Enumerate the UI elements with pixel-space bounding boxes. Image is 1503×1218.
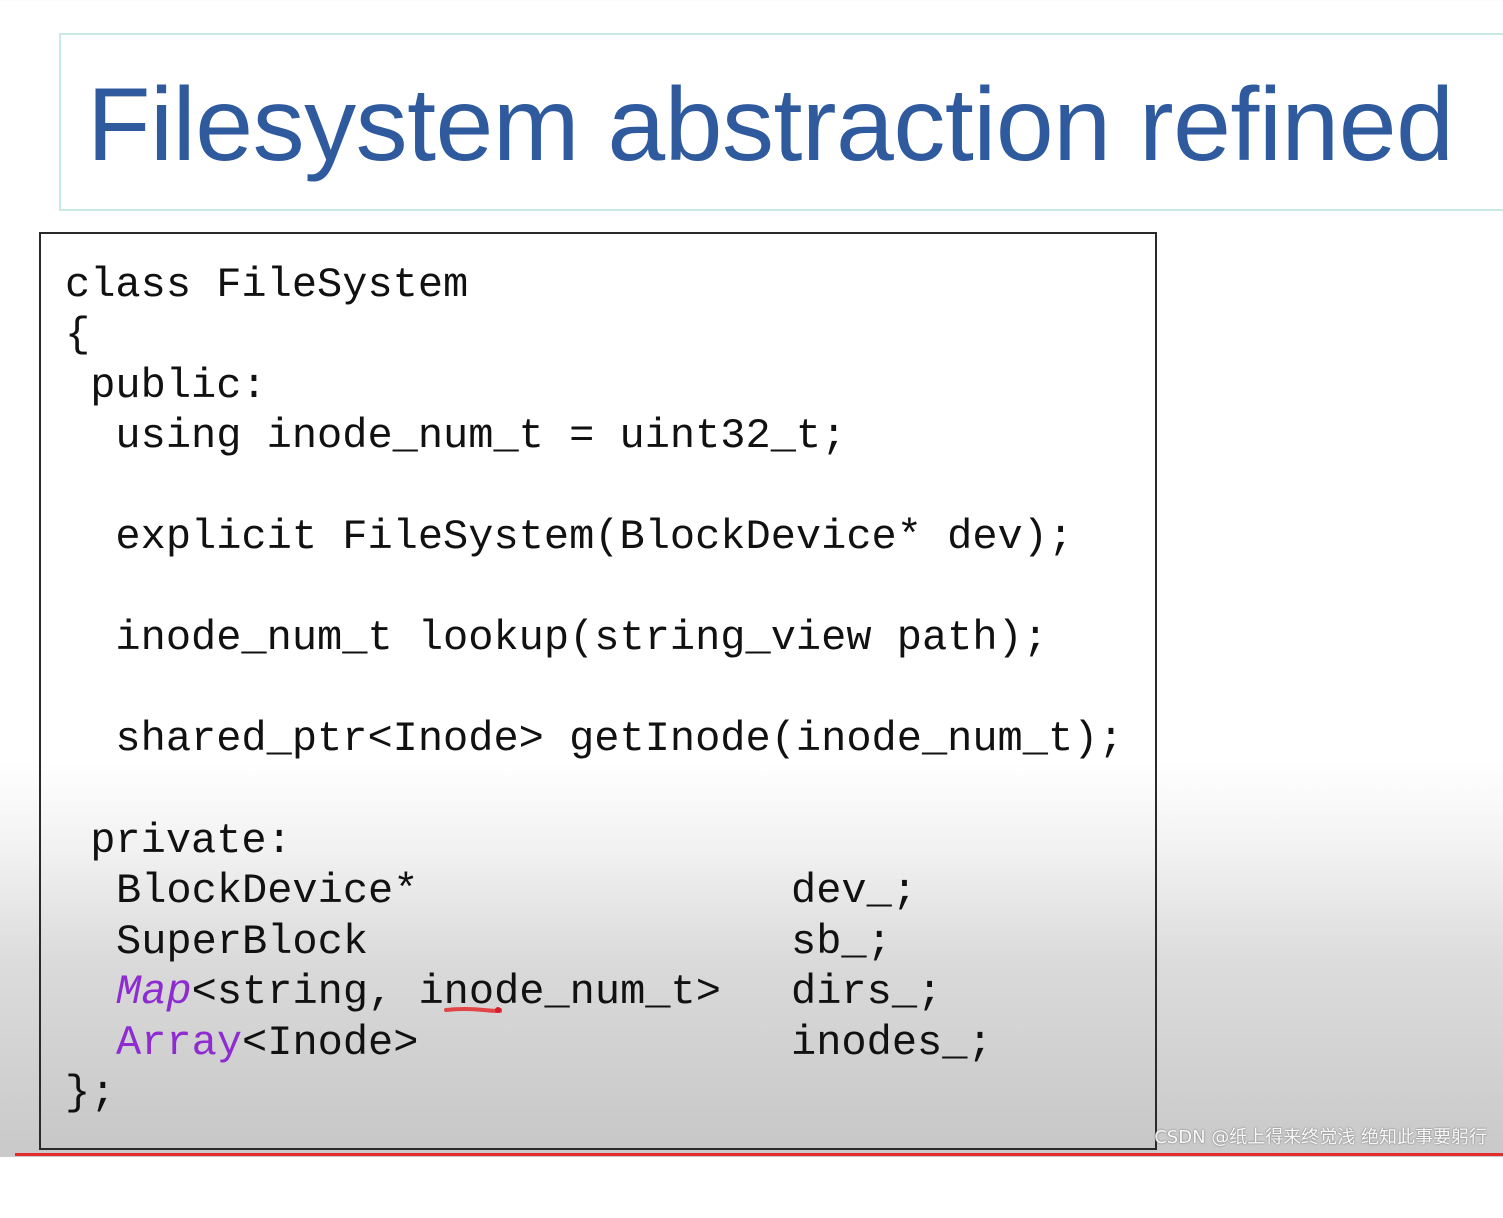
code-line-public-label: public: [65, 362, 267, 410]
member-type-rest: BlockDevice* [116, 867, 419, 915]
slide-title-box: Filesystem abstraction refined [59, 33, 1503, 211]
member-type: SuperBlock [116, 917, 368, 967]
code-line-lookup: inode_num_t lookup(string_view path); [65, 614, 1048, 662]
slide-title: Filesystem abstraction refined [87, 67, 1454, 183]
member-name: sb_; [791, 918, 892, 966]
code-line-open-brace: { [65, 311, 91, 359]
code-line-member-dev: BlockDevice* dev_; [65, 866, 1145, 916]
member-type-prefix: Map [116, 968, 192, 1016]
code-line-close-brace: }; [65, 1069, 116, 1117]
code-line-class-decl: class FileSystem [65, 261, 469, 309]
member-type: BlockDevice* [116, 866, 418, 916]
member-type-rest: <Inode> [242, 1019, 419, 1067]
member-type-rest: SuperBlock [116, 918, 369, 966]
member-name: dev_; [791, 867, 918, 915]
code-line-using-alias: using inode_num_t = uint32_t; [65, 412, 847, 460]
code-line-member-dirs: Map<string, inode_num_t> dirs_; [65, 967, 1145, 1017]
code-line-private-label: private: [65, 817, 292, 865]
code-line-member-sb: SuperBlock sb_; [65, 917, 1145, 967]
member-name: dirs_; [791, 968, 943, 1016]
code-line-member-inodes: Array<Inode> inodes_; [65, 1018, 1145, 1068]
member-type: Array<Inode> [116, 1018, 418, 1068]
member-type-prefix: Array [116, 1019, 243, 1067]
annotation-underline-mark [444, 1007, 502, 1013]
bottom-red-rule [15, 1153, 1503, 1156]
member-type: Map<string, inode_num_t> [116, 967, 721, 1017]
watermark-text: CSDN @纸上得来终觉浅 绝知此事要躬行 [1154, 1127, 1487, 1148]
code-line-constructor: explicit FileSystem(BlockDevice* dev); [65, 513, 1074, 561]
code-block: class FileSystem { public: using inode_n… [39, 232, 1157, 1150]
code-line-getinode: shared_ptr<Inode> getInode(inode_num_t); [65, 715, 1124, 763]
member-name: inodes_; [791, 1019, 993, 1067]
